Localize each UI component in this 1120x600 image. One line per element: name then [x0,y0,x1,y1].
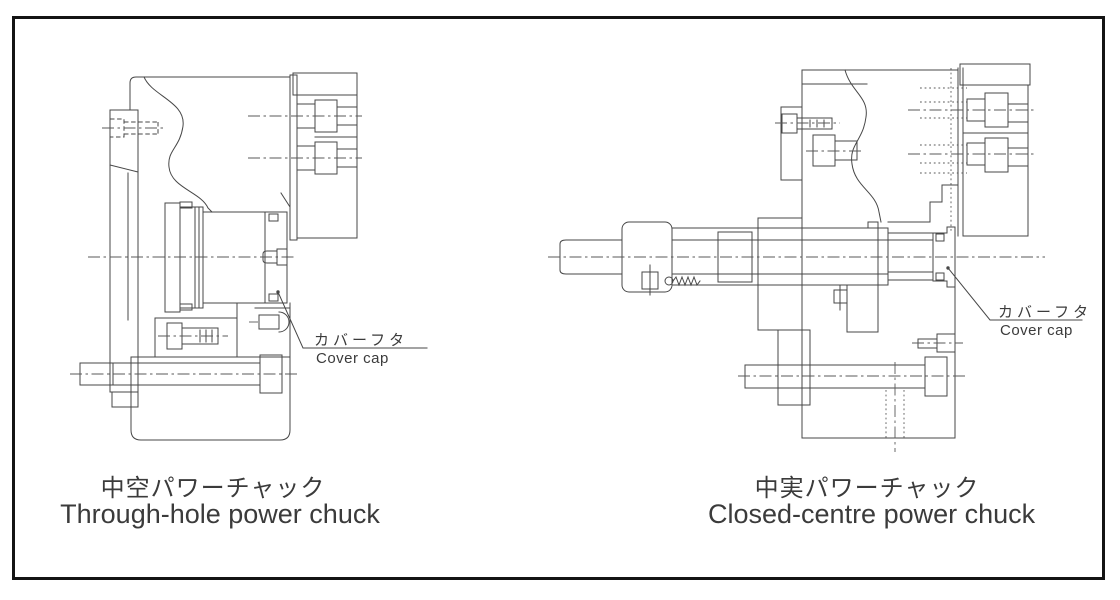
caption-en-right: Closed-centre power chuck [708,499,1036,529]
jaw-assembly-left [289,72,358,241]
chuck-body-right [757,69,959,439]
cover-cap-label-jp-right: カバーフタ [998,304,1093,321]
left-drawing [70,72,428,441]
cover-cap-label-jp-left: カバーフタ [314,332,409,349]
draw-tube-right [559,221,934,311]
hidden-lines-right [885,68,967,440]
leader-line-right [946,266,1083,321]
caption-jp-left: 中空パワーチャック [100,475,326,502]
caption-en-left: Through-hole power chuck [60,499,380,529]
bolts-left [79,311,290,394]
cover-cap-label-en-left: Cover cap [316,350,389,367]
right-drawing [548,63,1083,452]
cover-cap-highlight-left [262,211,288,304]
chuck-body-left [109,76,291,441]
border-frame [12,16,1105,580]
centerlines-right [548,109,1045,452]
jaw-assembly-right [957,63,1031,237]
caption-jp-right: 中実パワーチャック [754,475,980,502]
cover-cap-highlight-right [932,226,956,288]
bolts-right [744,113,956,397]
centerlines-left [70,115,362,375]
cover-cap-label-en-right: Cover cap [1000,322,1073,339]
leader-line-left [276,290,428,349]
